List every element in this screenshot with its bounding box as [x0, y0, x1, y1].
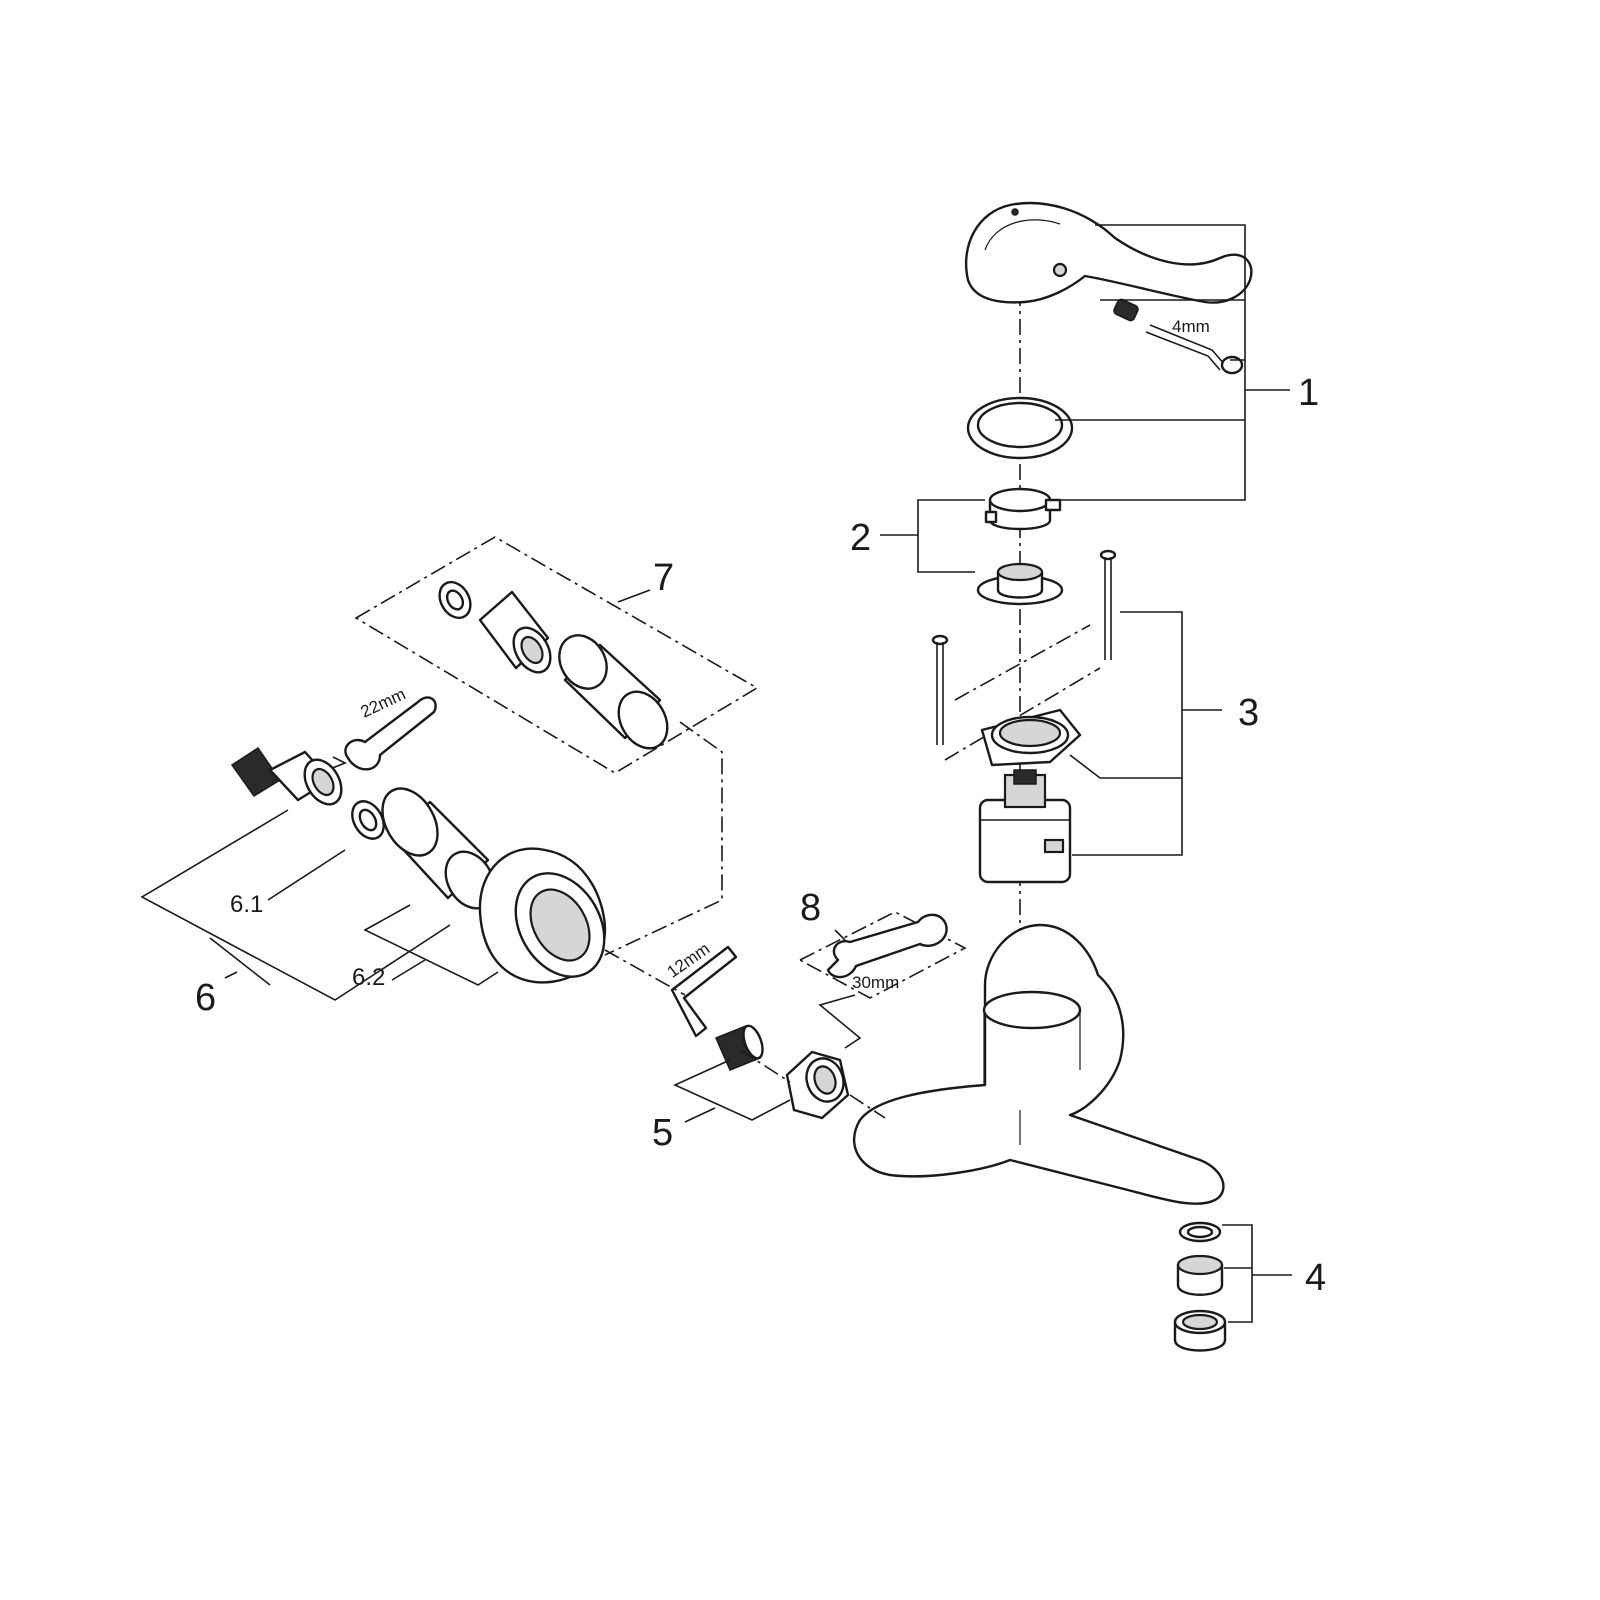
aerator-housing [1173, 1309, 1227, 1352]
callout-6-1: 6.1 [230, 891, 263, 918]
leader-3 [1069, 611, 1222, 856]
adapter-nipple [230, 746, 343, 806]
tool-label-4mm: 4mm [1172, 317, 1210, 336]
cover-cap [1220, 355, 1244, 375]
union-nut [785, 1050, 850, 1120]
aerator-insert [1176, 1254, 1224, 1296]
cartridge [978, 769, 1072, 884]
leader-6-2 [363, 904, 499, 986]
leader-8 [818, 929, 862, 1049]
hex-key-12mm-icon [670, 945, 738, 1038]
washer-7 [438, 580, 472, 620]
handle-ring [966, 396, 1074, 460]
wrench-30mm-icon [826, 913, 948, 979]
callout-6-2: 6.2 [352, 964, 385, 991]
aerator-washer [1178, 1221, 1222, 1243]
callout-1: 1 [1298, 372, 1319, 414]
leader-6 [140, 809, 451, 1001]
adapter-lower [976, 562, 1064, 606]
s-union-connector [715, 1024, 764, 1071]
callout-6: 6 [195, 977, 216, 1019]
box-part-7 [354, 536, 759, 774]
callout-8: 8 [800, 887, 821, 929]
hex-key-4mm-icon [1145, 324, 1227, 371]
sleeve-7 [558, 634, 669, 750]
long-screw-left [931, 634, 949, 745]
callout-3: 3 [1238, 692, 1259, 734]
wrench-22mm-icon [344, 696, 437, 771]
extension-piece-7 [478, 590, 552, 674]
lever-handle [964, 201, 1253, 304]
faucet-body [852, 923, 1225, 1205]
rosette-cover [478, 847, 607, 984]
washer-6 [351, 800, 385, 840]
tool-label-30mm: 30mm [852, 973, 899, 992]
box-part-8 [798, 911, 967, 999]
leader-5 [673, 1059, 791, 1123]
leader-4 [1222, 1224, 1292, 1323]
callout-4: 4 [1305, 1257, 1326, 1299]
leader-1 [1055, 224, 1290, 501]
leader-7 [617, 589, 651, 603]
grub-screw [1113, 298, 1139, 322]
callout-5: 5 [652, 1112, 673, 1154]
callout-2: 2 [850, 517, 871, 559]
leader-2 [880, 499, 985, 573]
cartridge-flange [980, 708, 1082, 767]
adapter-upper [984, 487, 1062, 531]
callout-7: 7 [653, 557, 674, 599]
long-screw-right [1099, 549, 1117, 660]
